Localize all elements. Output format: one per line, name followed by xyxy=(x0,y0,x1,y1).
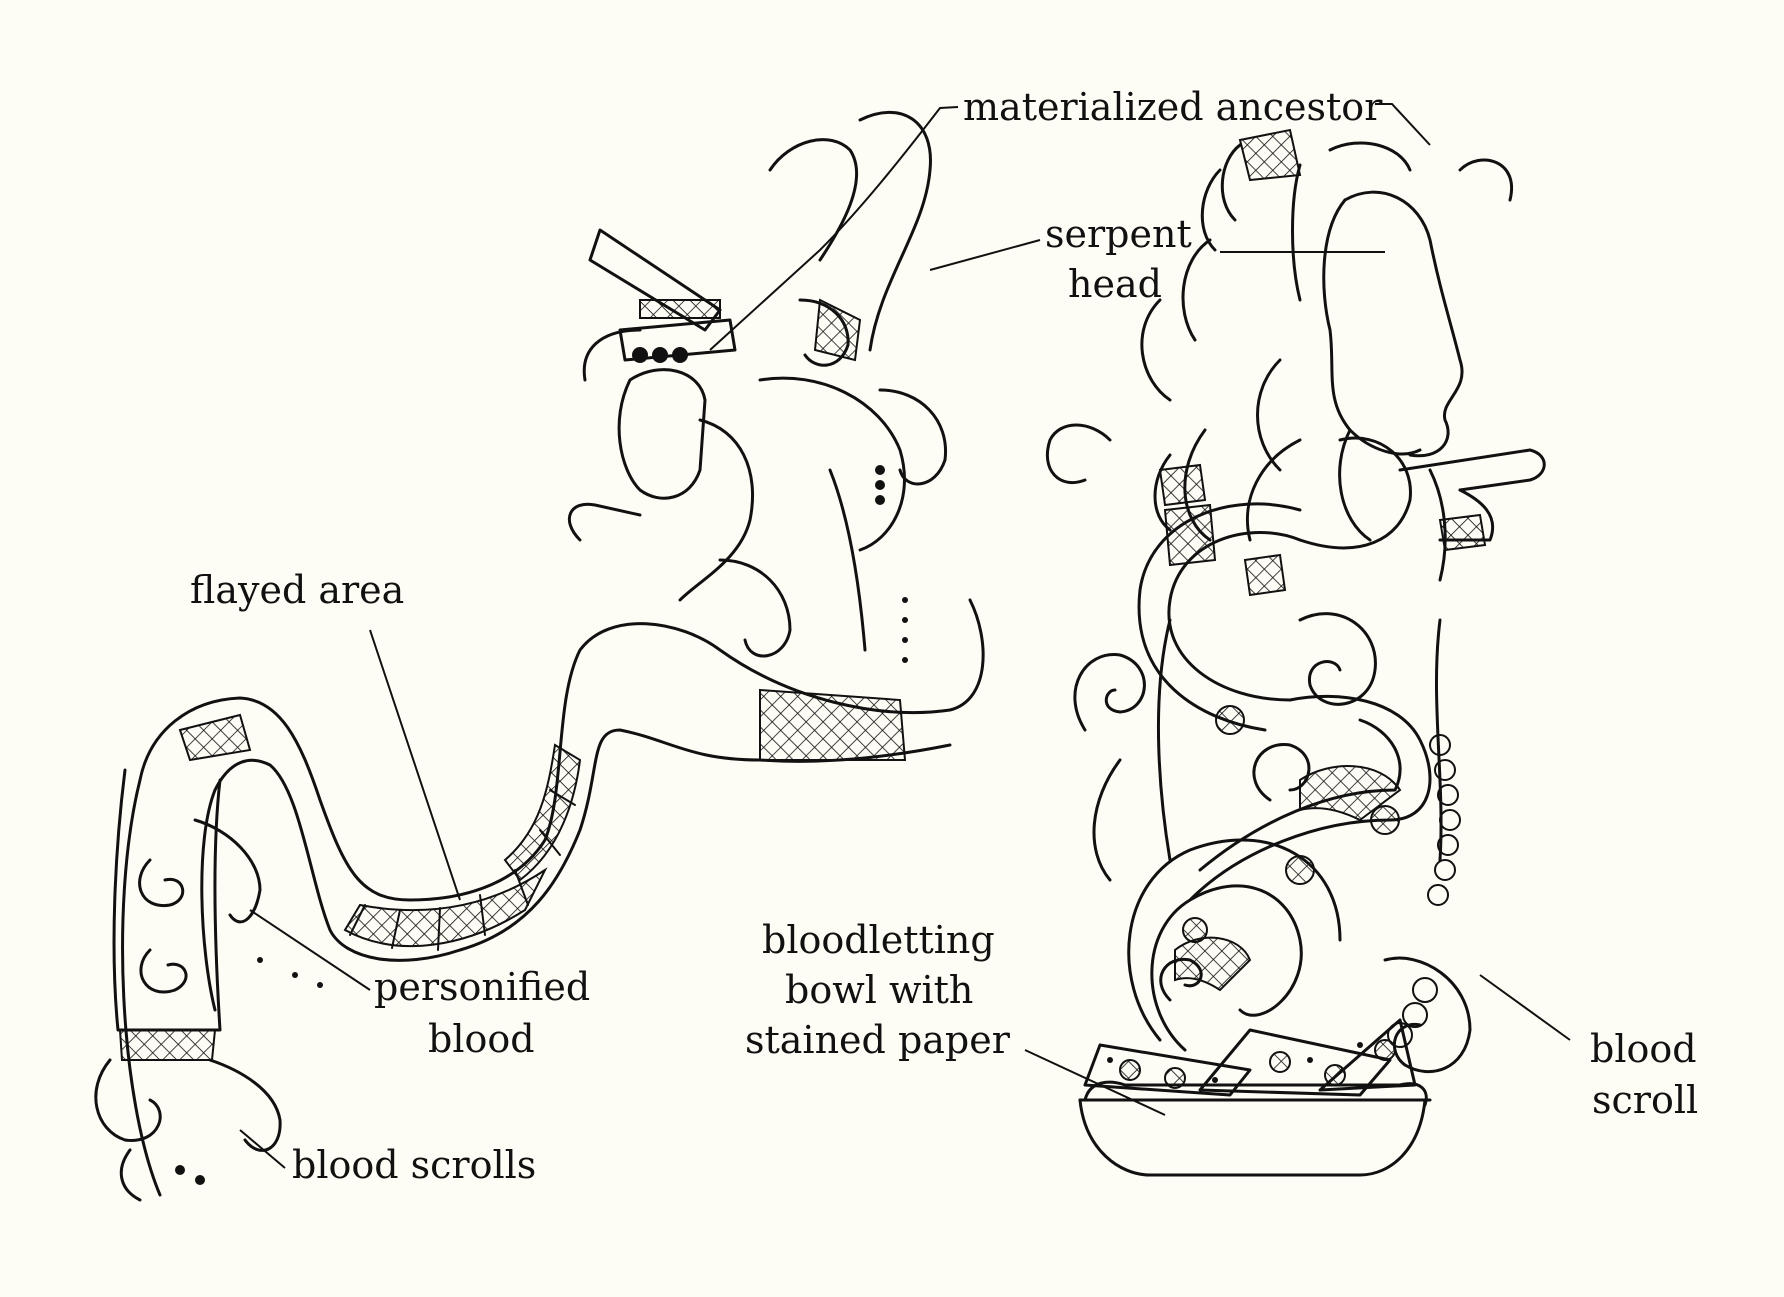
label-bloodletting-line3: stained paper xyxy=(745,1018,1011,1062)
leader-blood-scrolls xyxy=(239,1129,286,1169)
left-vision-serpent xyxy=(94,110,985,1202)
label-serpent-head-line2: head xyxy=(1068,262,1162,306)
label-blood-scroll-line2: scroll xyxy=(1592,1078,1698,1122)
leader-flayed-area xyxy=(369,629,461,901)
label-bloodletting-line2: bowl with xyxy=(785,968,973,1012)
label-blood-scrolls: blood scrolls xyxy=(292,1143,536,1187)
label-personified-blood-line1: personified xyxy=(374,965,590,1009)
leader-lines xyxy=(239,103,1571,1169)
label-blood-scroll-line1: blood xyxy=(1590,1027,1697,1071)
labels: materialized ancestor serpent head flaye… xyxy=(190,85,1698,1187)
leader-materialized-ancestor-left xyxy=(709,106,959,351)
label-bloodletting-line1: bloodletting xyxy=(762,918,995,962)
right-vision-serpent xyxy=(1045,128,1546,1177)
label-personified-blood-line2: blood xyxy=(428,1017,535,1061)
leader-materialized-ancestor-right xyxy=(1375,103,1431,146)
leader-serpent-head-left xyxy=(929,239,1041,271)
label-flayed-area: flayed area xyxy=(190,568,404,612)
leader-bloodletting-bowl xyxy=(1024,1049,1166,1116)
bloodletting-bowl xyxy=(1078,1018,1432,1177)
leader-blood-scroll xyxy=(1479,974,1571,1041)
label-materialized-ancestor: materialized ancestor xyxy=(963,85,1383,129)
label-serpent-head-line1: serpent xyxy=(1045,212,1192,256)
leader-personified-blood xyxy=(249,909,371,991)
